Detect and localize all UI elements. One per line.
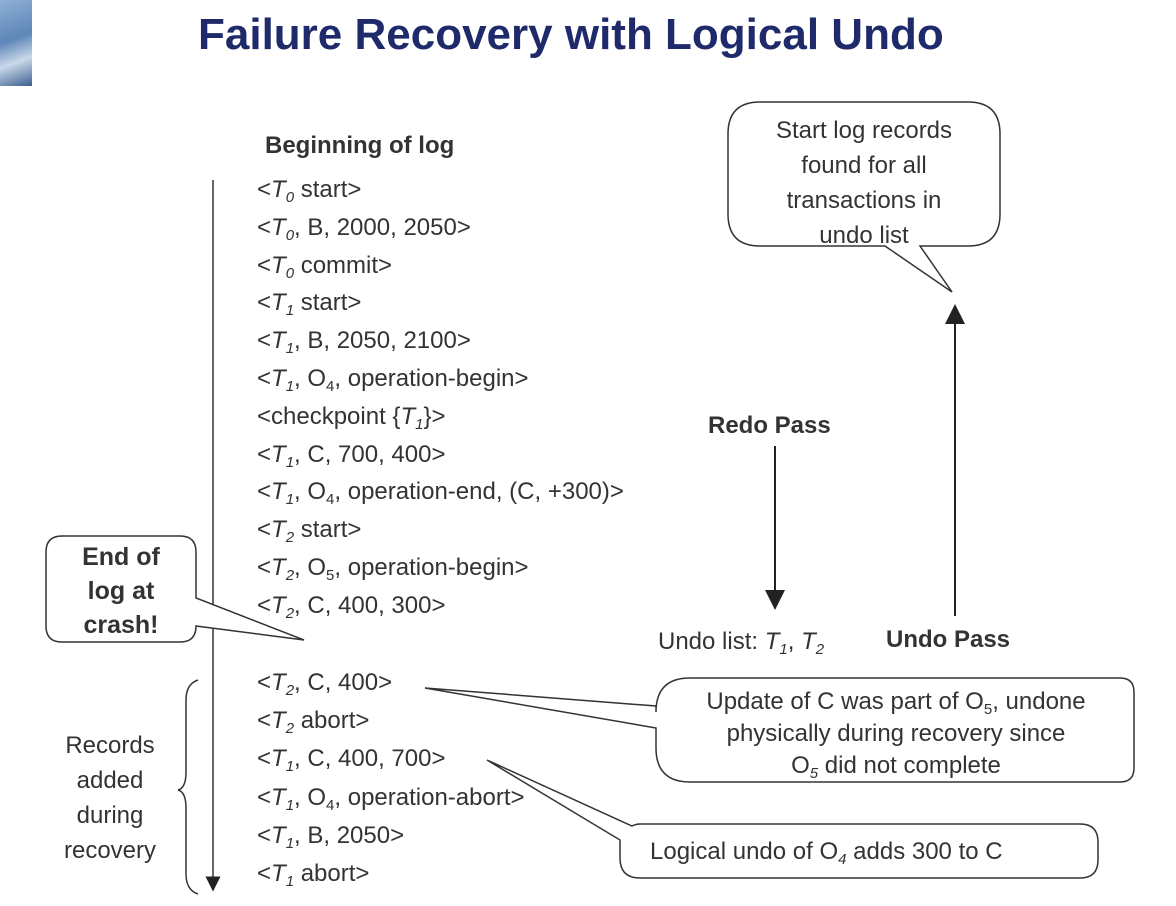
start-records-note: Start log records found for all transact… (775, 117, 953, 249)
log-record: <T1, B, 2050, 2100> (257, 327, 471, 358)
log-record: <T1, O4, operation-abort> (257, 783, 525, 814)
log-record: <T1, O4, operation-begin> (257, 365, 529, 395)
update-callout-bubble (424, 677, 1135, 783)
end-of-log-label: End of log at crash! (82, 543, 160, 639)
log-record: <checkpoint {T1}> (257, 402, 446, 433)
log-record: <T2, O5, operation-begin> (257, 554, 529, 584)
log-record: <T0 commit> (257, 251, 393, 282)
log-record: <T2 start> (257, 516, 362, 547)
logical-callout-bubble (486, 759, 1099, 879)
log-record: <T1 abort> (257, 860, 370, 890)
log-record: <T1, C, 400, 700> (257, 745, 446, 776)
logical-undo-note: Logical undo of O4 adds 300 to C (650, 838, 1003, 868)
undo-list-label: Undo list: T1, T2 (658, 628, 825, 658)
log-record: <T1, C, 700, 400> (257, 440, 446, 471)
start-callout-bubble (727, 101, 1001, 293)
log-record: <T0, B, 2000, 2050> (257, 213, 471, 244)
slide-title: Failure Recovery with Logical Undo (198, 10, 944, 59)
log-record: <T2 abort> (257, 707, 370, 738)
undo-pass-label: Undo Pass (886, 626, 1011, 653)
log-record: <T0 start> (257, 176, 362, 206)
redo-pass-label: Redo Pass (708, 412, 831, 439)
log-record: <T2, C, 400, 300> (257, 591, 446, 622)
sailboat-logo-image (0, 0, 32, 86)
log-record: <T2, C, 400> (257, 669, 393, 699)
log-record: <T1, B, 2050> (257, 821, 405, 852)
update-note: Update of C was part of O5, undone physi… (706, 688, 1086, 782)
log-record: <T1, O4, operation-end, (C, +300)> (257, 478, 624, 509)
log-header: Beginning of log (265, 132, 455, 159)
records-added-label: Records added during recovery (63, 732, 157, 864)
end-callout-bubble (45, 535, 305, 643)
log-record: <T1 start> (257, 289, 362, 320)
recovery-brace (177, 679, 199, 895)
